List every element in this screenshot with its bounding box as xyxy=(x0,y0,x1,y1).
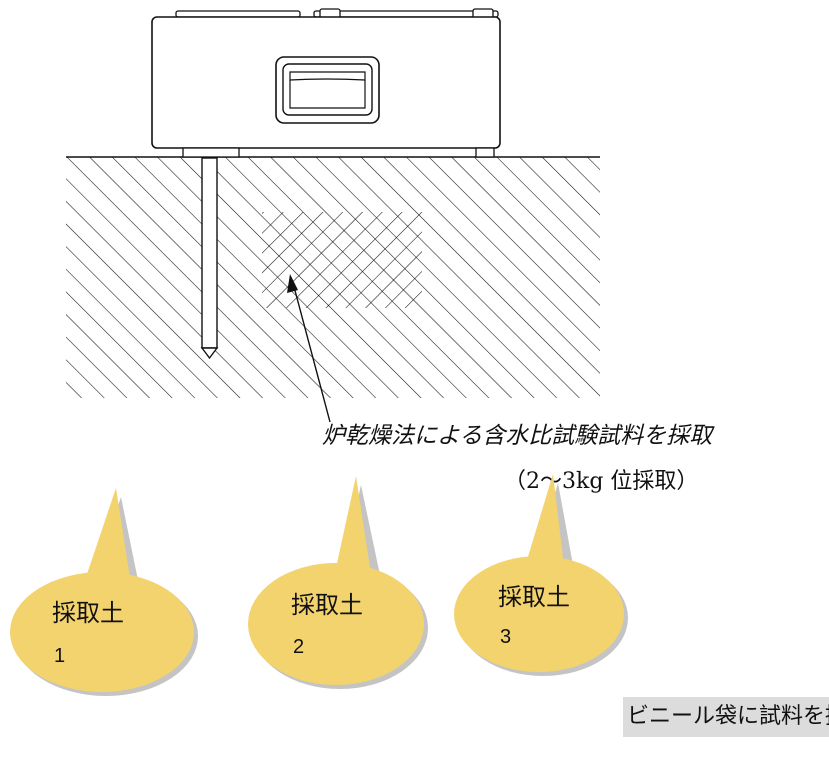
sample-bubble-3: 採取土 3 xyxy=(454,474,628,676)
sampling-zone xyxy=(262,212,422,308)
bubble-title-1: 採取土 xyxy=(52,599,124,627)
sample-bubble-1: 採取土 1 xyxy=(10,488,198,696)
amount-note: （2～3kg 位採取） xyxy=(504,469,698,494)
bubble-number-1: 1 xyxy=(54,645,65,667)
sampling-note: 炉乾燥法による含水比試験試料を採取 xyxy=(322,423,715,449)
bubble-number-3: 3 xyxy=(500,626,511,648)
caption-label: ビニール袋に試料を採取 xyxy=(623,697,829,737)
sample-bubble-2: 採取土 2 xyxy=(248,476,428,689)
handle-icon xyxy=(275,56,380,124)
bubble-title-2: 採取土 xyxy=(291,591,363,619)
leader-arrow xyxy=(287,274,331,423)
instrument-case xyxy=(151,8,501,158)
probe-rod xyxy=(200,157,219,360)
bubble-number-2: 2 xyxy=(293,636,304,658)
bubble-title-3: 採取土 xyxy=(498,583,570,611)
